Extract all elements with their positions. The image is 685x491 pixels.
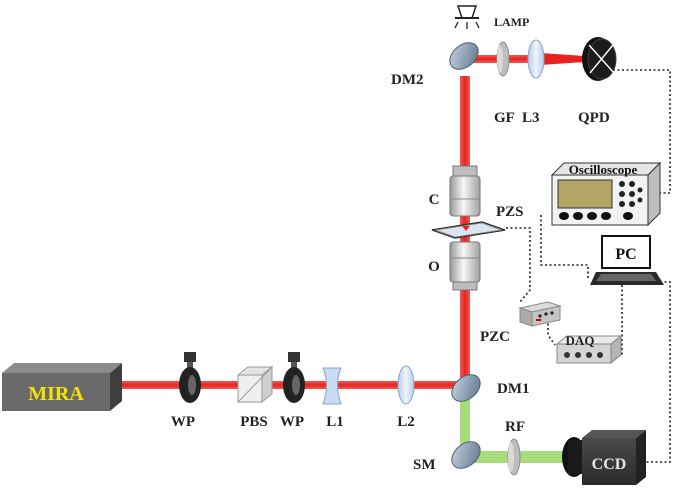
lamp-label: LAMP [494,15,529,29]
piezo-controller-pzc [518,301,562,327]
ccd-label: CCD [592,456,627,473]
oscilloscope-label: Oscilloscope [569,162,638,177]
l2-label: L2 [397,414,415,430]
qpd-to-oscilloscope-cable [613,69,671,194]
wp1-label: WP [171,414,195,430]
l3-label: L3 [522,110,540,126]
pzs-label: PZS [496,204,524,220]
pbs-label: PBS [240,414,268,430]
mira-laser: MIRA [2,363,122,411]
dm1-label: DM1 [497,381,530,397]
qpd-label: QPD [578,110,610,126]
quadrant-photodiode-qpd [582,37,617,81]
steering-mirror-sm [451,441,481,469]
pc-laptop: PC [590,235,664,285]
lens-l1 [322,367,342,405]
objective-o [449,241,481,291]
piezo-stage-pzs [431,221,506,239]
l1-label: L1 [326,414,344,430]
pbs-cube [236,365,274,404]
lens-l2 [397,365,415,405]
c-label: C [429,192,440,208]
oscilloscope: Oscilloscope [550,161,662,227]
pzs-to-pzc-cable [506,227,531,303]
rf-label: RF [505,419,525,435]
pc-to-ccd-cable [642,281,671,463]
ccd-camera: CCD [562,430,646,485]
wp2-label: WP [280,414,304,430]
waveplate-2 [283,352,305,403]
daq-box: DAQ [555,333,623,365]
dichroic-mirror-dm2 [449,42,479,70]
sm-label: SM [413,457,436,473]
pzc-label: PZC [480,329,510,345]
dm2-label: DM2 [391,72,424,88]
filter-rf [507,438,521,476]
lamp [454,5,480,29]
condenser-c [449,165,481,217]
daq-label: DAQ [566,333,595,348]
mira-label: MIRA [28,383,84,405]
pc-label: PC [615,246,636,263]
dichroic-mirror-dm1 [451,374,481,402]
lens-l3 [527,39,545,79]
pzc-to-daq-cable [547,310,556,346]
oscilloscope-to-daq-cable [540,215,589,280]
gf-label: GF [494,110,515,126]
laser-beam [120,53,600,389]
waveplate-1 [179,352,201,403]
o-label: O [428,259,440,275]
filter-gf [496,41,510,77]
